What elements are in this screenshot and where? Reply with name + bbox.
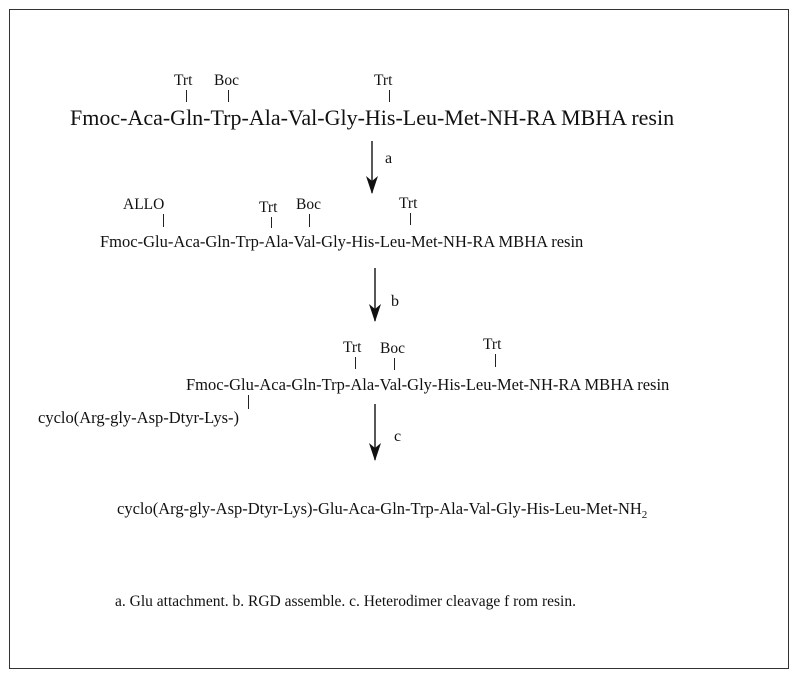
bond-line-side-chain — [248, 395, 250, 409]
step-label-c: c — [394, 428, 402, 445]
figure-caption: a. Glu attachment. b. RGD assemble. c. H… — [115, 593, 576, 610]
protecting-group-trt-gln: Trt — [259, 199, 278, 216]
bond-line — [309, 214, 311, 227]
arrowhead-a — [366, 176, 378, 194]
bond-line — [394, 358, 396, 370]
arrowhead-b — [369, 304, 381, 322]
protecting-group-boc-trp: Boc — [214, 72, 239, 89]
protecting-group-trt-his: Trt — [374, 72, 393, 89]
bond-line — [163, 214, 165, 227]
protecting-group-trt-gln: Trt — [174, 72, 193, 89]
sequence-row-3: Fmoc-Glu-Aca-Gln-Trp-Ala-Val-Gly-His-Leu… — [186, 375, 670, 394]
protecting-group-trt-his: Trt — [399, 195, 418, 212]
subscript-2: 2 — [641, 509, 648, 521]
protecting-group-boc-trp: Boc — [380, 340, 405, 357]
bond-line — [228, 90, 230, 102]
product-sequence: cyclo(Arg-gly-Asp-Dtyr-Lys)-Glu-Aca-Gln-… — [117, 499, 648, 521]
sequence-row-1: Fmoc-Aca-Gln-Trp-Ala-Val-Gly-His-Leu-Met… — [70, 105, 675, 130]
step-label-b: b — [391, 293, 399, 310]
protecting-group-trt-gln: Trt — [343, 339, 362, 356]
cyclo-rgd-side-chain: cyclo(Arg-gly-Asp-Dtyr-Lys-) — [38, 408, 239, 427]
figure-frame — [9, 9, 789, 669]
bond-line — [495, 354, 497, 367]
bond-line — [389, 90, 391, 102]
protecting-group-allo-glu: ALLO — [123, 196, 165, 213]
protecting-group-boc-trp: Boc — [296, 196, 321, 213]
bond-line — [410, 213, 412, 225]
step-label-a: a — [385, 150, 393, 167]
protecting-group-trt-his: Trt — [483, 336, 502, 353]
bond-line — [355, 357, 357, 369]
arrowhead-c — [369, 443, 381, 461]
bond-line — [271, 217, 273, 228]
sequence-row-2: Fmoc-Glu-Aca-Gln-Trp-Ala-Val-Gly-His-Leu… — [100, 232, 584, 251]
bond-line — [186, 90, 188, 102]
